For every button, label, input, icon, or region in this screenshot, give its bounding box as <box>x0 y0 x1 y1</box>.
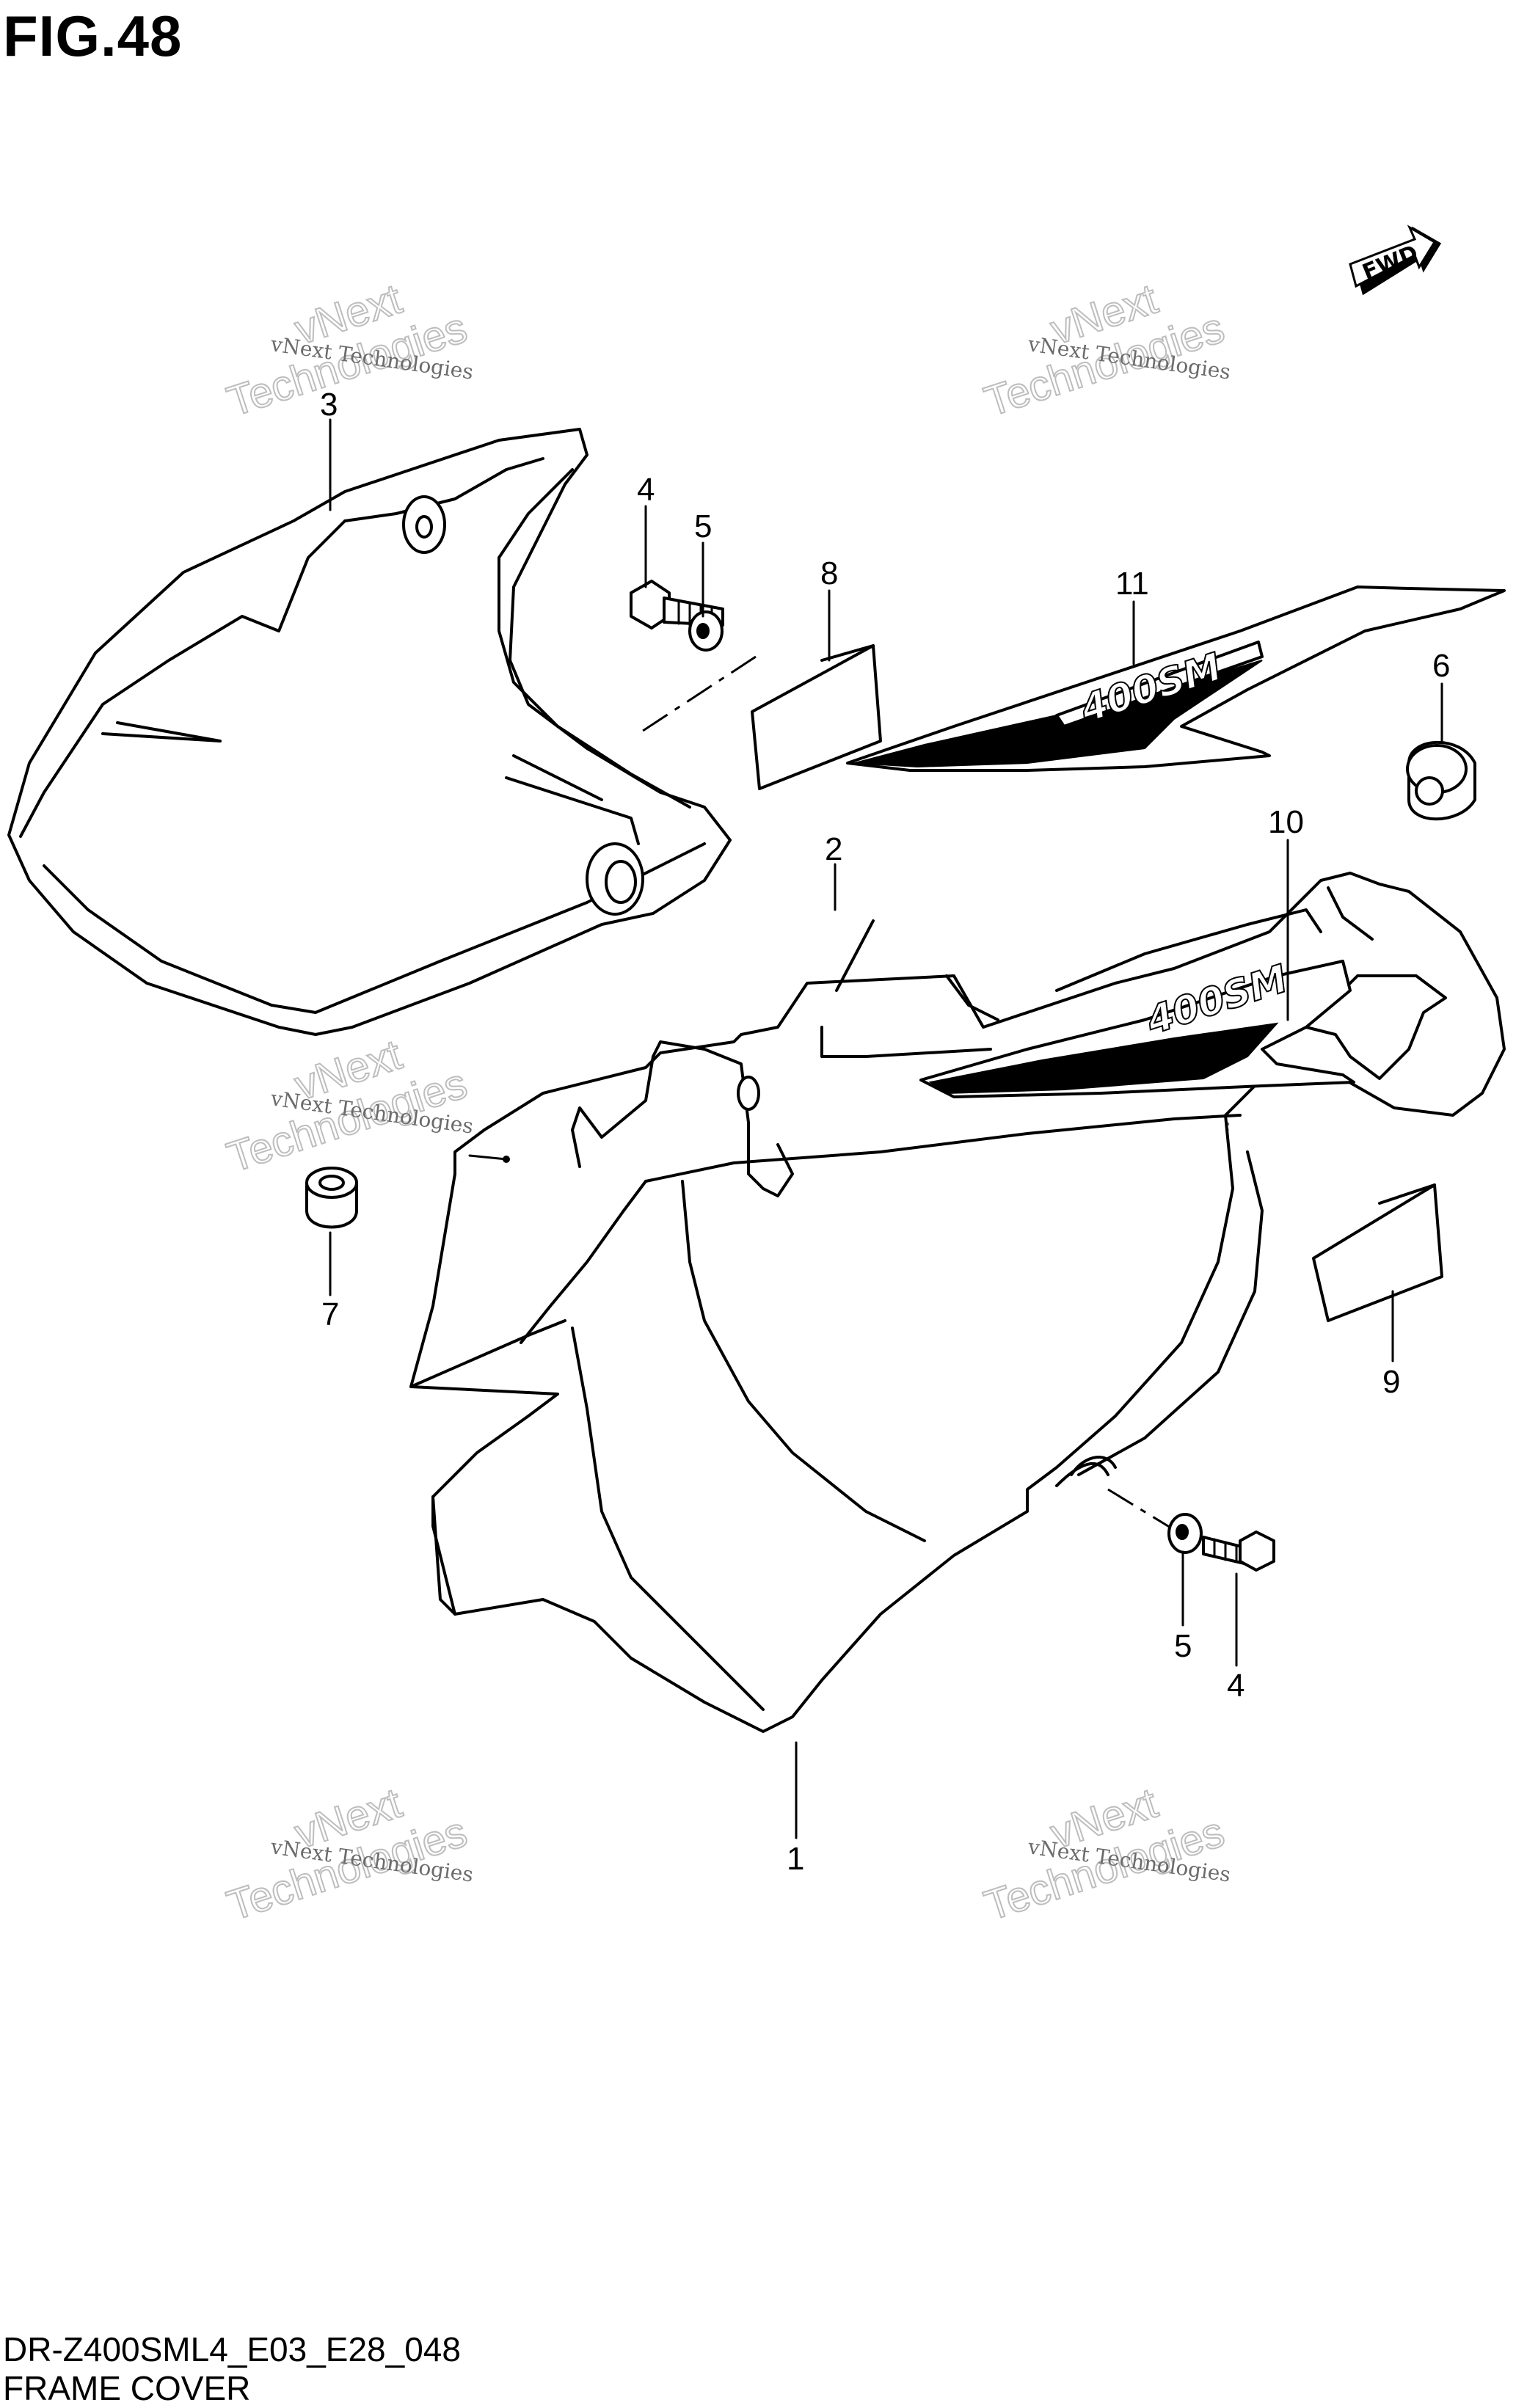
part-7-grommet <box>305 1167 358 1229</box>
watermark-top-right: Technologies vNext vNext Technologies <box>978 274 1232 427</box>
part-11-decal-upper: 400SM <box>846 585 1506 772</box>
watermark-top-left: Technologies vNext vNext Technologies <box>221 274 475 427</box>
svg-text:FWD: FWD <box>1359 241 1422 286</box>
callout-11: 11 <box>1115 566 1149 602</box>
part-5-washer-lower <box>1167 1513 1203 1554</box>
callout-8: 8 <box>820 555 838 591</box>
part-8-pad <box>751 644 882 790</box>
leader-lines <box>329 418 1443 1839</box>
callout-4-upper: 4 <box>637 472 655 508</box>
watermark-middle-left: Technologies vNext vNext Technologies <box>221 1030 475 1183</box>
part-5-washer-upper <box>688 610 724 652</box>
callout-5-upper: 5 <box>694 508 712 544</box>
callout-1: 1 <box>787 1841 804 1877</box>
callout-numbers: 3 2 4 5 8 11 6 10 7 9 5 4 1 <box>320 387 1450 1877</box>
fwd-arrow-icon: FWD <box>1349 225 1442 296</box>
part-6-grommet <box>1406 740 1476 821</box>
alignment-line-lower <box>1107 1488 1175 1531</box>
part-3-side-cover <box>7 428 732 1036</box>
part-4-bolt-lower <box>1202 1530 1275 1572</box>
watermark-bottom-right: Technologies vNext vNext Technologies <box>978 1778 1232 1931</box>
callout-7: 7 <box>321 1296 339 1332</box>
model-code: DR-Z400SML4_E03_E28_048 <box>3 2330 461 2368</box>
watermark-bottom-left: Technologies vNext vNext Technologies <box>221 1778 475 1931</box>
callout-4-lower: 4 <box>1227 1668 1244 1704</box>
callout-10: 10 <box>1268 804 1304 840</box>
figure-caption: FRAME COVER <box>3 2369 251 2407</box>
callout-5-lower: 5 <box>1174 1628 1192 1664</box>
callout-6: 6 <box>1432 648 1450 684</box>
callout-2: 2 <box>825 831 842 867</box>
callout-3: 3 <box>320 387 338 423</box>
part-9-pad <box>1312 1183 1443 1322</box>
alignment-line-upper <box>638 655 757 735</box>
figure-title: FIG.48 <box>3 4 183 68</box>
callout-9: 9 <box>1382 1364 1400 1400</box>
